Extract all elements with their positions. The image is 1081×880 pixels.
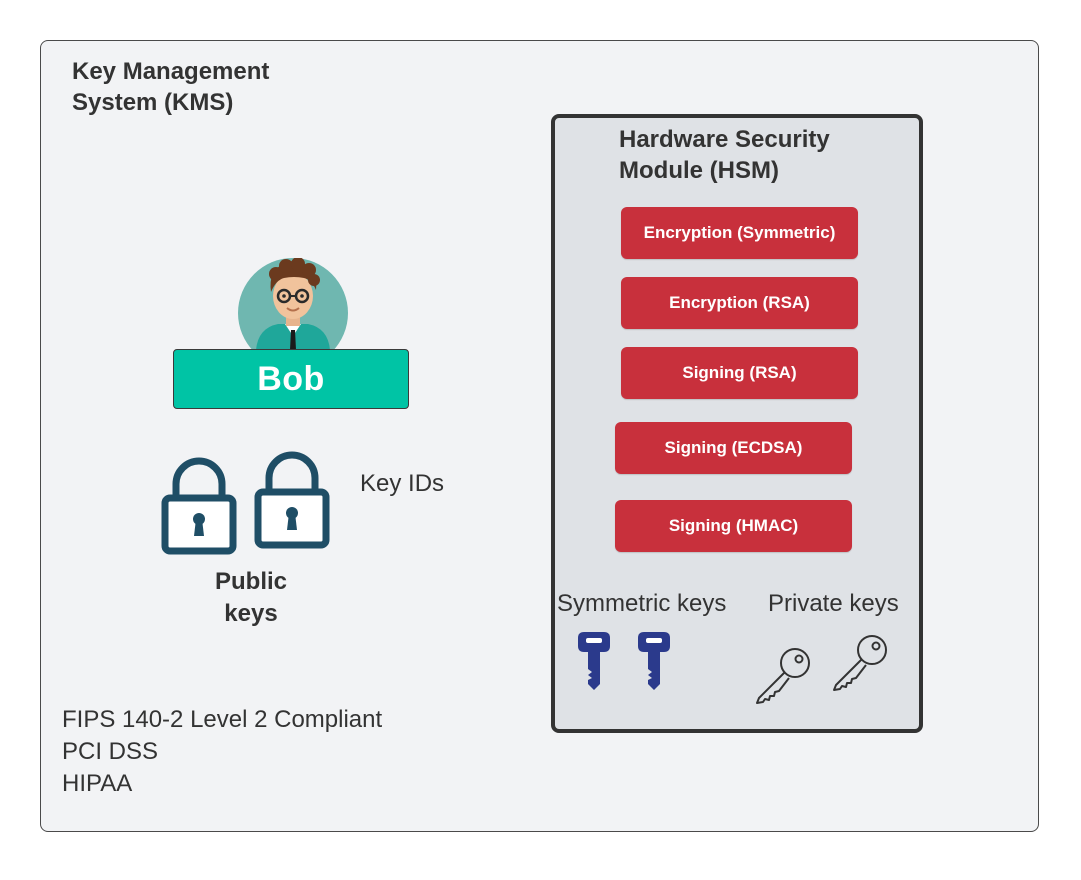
hsm-function-encryption-symmetric: Encryption (Symmetric) (621, 207, 858, 259)
hsm-function-signing-rsa: Signing (RSA) (621, 347, 858, 399)
hsm-function-signing-ecdsa: Signing (ECDSA) (615, 422, 852, 474)
padlock-icon (161, 457, 237, 555)
user-name-label: Bob (257, 359, 325, 398)
kms-title: Key Management System (KMS) (72, 58, 270, 116)
compliance-item: FIPS 140-2 Level 2 Compliant (62, 706, 383, 733)
hsm-function-signing-hmac: Signing (HMAC) (615, 500, 852, 552)
private-key-icon (833, 635, 887, 691)
compliance-item: PCI DSS (62, 738, 159, 765)
hsm-title: Hardware Security Module (HSM) (619, 126, 830, 184)
key-ids-label: Key IDs (360, 470, 445, 497)
compliance-list: FIPS 140-2 Level 2 Compliant PCI DSS HIP… (62, 704, 382, 800)
person-avatar-icon (238, 258, 348, 350)
hsm-function-encryption-rsa: Encryption (RSA) (621, 277, 858, 329)
padlock-icon (254, 451, 330, 549)
symmetric-key-icon (638, 632, 670, 690)
compliance-item: HIPAA (62, 770, 133, 797)
symmetric-key-icon (578, 632, 610, 690)
user-name-box: Bob (173, 349, 409, 409)
private-key-icon (756, 648, 810, 704)
private-keys-label: Private keys (768, 590, 899, 617)
symmetric-keys-label: Symmetric keys (557, 590, 727, 617)
public-keys-label: Public keys (214, 568, 287, 627)
